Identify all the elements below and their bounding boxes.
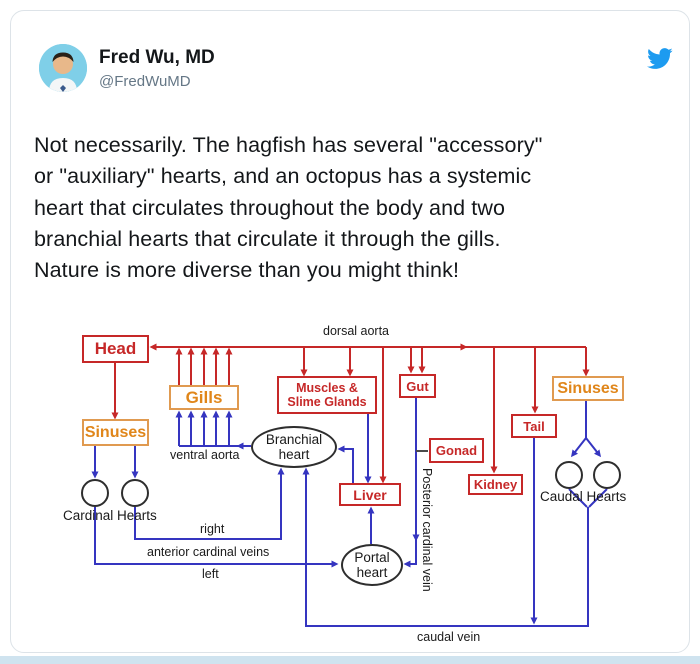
node-branchial-heart: Branchial heart [251,426,337,468]
node-kidney: Kidney [468,474,523,495]
label-dorsal-aorta: dorsal aorta [323,324,390,338]
tweet-text: Not necessarily. The hagfish has several… [34,130,679,286]
author-name[interactable]: Fred Wu, MD [99,47,215,68]
branchial-heart-line2: heart [278,447,310,462]
cardinal-heart-circle-right [121,479,149,507]
portal-heart-line2: heart [356,565,388,580]
node-sinuses-left: Sinuses [82,419,149,446]
avatar[interactable] [39,44,87,92]
tweet-card: Fred Wu, MD @FredWuMD Not necessarily. T… [10,10,690,653]
avatar-person-illustration [39,44,87,92]
cardinal-heart-circle-left [81,479,109,507]
node-liver: Liver [339,483,401,506]
label-caudal-hearts: Caudal Hearts [540,489,627,504]
label-caudal-vein: caudal vein [417,630,481,644]
tweet-text-line: heart that circulates throughout the bod… [34,195,506,220]
label-right: right [200,522,225,536]
diagram-image[interactable]: Head Gills Sinuses Muscles & Slime Gland… [36,296,666,651]
caudal-heart-circle-right [593,461,621,489]
branchial-heart-line1: Branchial [265,432,323,447]
tweet-text-line: branchial hearts that circulate it throu… [34,226,501,251]
node-muscles-line1: Muscles & [296,381,358,395]
diagram-connectors [91,343,608,627]
node-gills: Gills [169,385,239,410]
label-posterior-cardinal-vein: Posterior cardinal vein [420,468,434,592]
label-anterior-cardinal-veins: anterior cardinal veins [147,545,270,559]
label-ventral-aorta: ventral aorta [170,448,240,462]
tweet-text-line: Nature is more diverse than you might th… [34,258,460,283]
node-head: Head [82,335,149,363]
label-cardinal-hearts: Cardinal Hearts [63,508,157,523]
tweet-text-line: Not necessarily. The hagfish has several… [34,133,543,157]
node-sinuses-right: Sinuses [552,376,624,401]
next-image-divider-bar [0,656,700,664]
node-gonad: Gonad [429,438,484,463]
node-gut: Gut [399,374,436,398]
node-muscles-line2: Slime Glands [287,395,367,409]
node-muscles-slime-glands: Muscles & Slime Glands [277,376,377,414]
portal-heart-line1: Portal [354,550,390,565]
node-tail: Tail [511,414,557,438]
node-portal-heart: Portal heart [341,544,403,586]
author-handle[interactable]: @FredWuMD [99,73,191,90]
label-left: left [202,567,219,581]
tweet-text-line: or "auxiliary" hearts, and an octopus ha… [34,164,532,189]
twitter-bird-icon[interactable] [646,45,673,72]
caudal-heart-circle-left [555,461,583,489]
